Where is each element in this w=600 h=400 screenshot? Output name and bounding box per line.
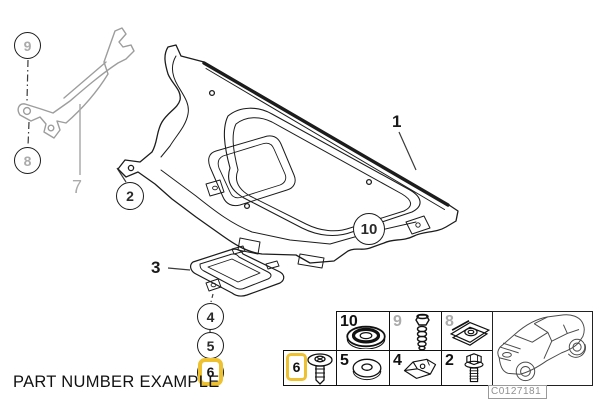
fastener-table-bottom-row: 6 5 4 — [283, 350, 493, 386]
hex-bolt-icon — [464, 353, 484, 383]
image-code-box: C0127181 — [488, 385, 547, 399]
fastener-num-10: 10 — [340, 313, 358, 330]
fastener-cell-10[interactable]: 10 — [336, 311, 390, 351]
fastener-num-8: 8 — [445, 313, 454, 330]
fastener-cell-2[interactable]: 2 — [441, 350, 493, 386]
callout-4[interactable]: 4 — [197, 303, 224, 330]
underbody-panel-drawing — [117, 44, 459, 269]
leader-lines — [26, 59, 417, 332]
car-thumbnail-box — [492, 311, 593, 386]
callout-9[interactable]: 9 — [14, 32, 41, 59]
callout-6-highlight[interactable]: 6 — [198, 358, 223, 386]
washer-head-screw-icon — [307, 353, 333, 385]
fastener-cell-6[interactable]: 6 — [283, 350, 337, 386]
fastener-cell-8[interactable]: 8 — [441, 311, 493, 351]
fastener-cell-5[interactable]: 5 — [336, 350, 390, 386]
fastener-num-9: 9 — [393, 313, 402, 330]
part-number-example-label: PART NUMBER EXAMPLE — [13, 373, 220, 391]
fastener-cell-4[interactable]: 4 — [389, 350, 442, 386]
clip-nut-icon — [449, 319, 491, 346]
fastener-table-top-row: 10 9 8 — [336, 311, 493, 351]
callout-5[interactable]: 5 — [197, 332, 224, 359]
service-hatch-drawing — [190, 245, 285, 297]
callout-10[interactable]: 10 — [353, 213, 385, 245]
callout-2[interactable]: 2 — [116, 182, 144, 210]
side-bracket-drawing — [17, 27, 135, 139]
callout-8[interactable]: 8 — [14, 147, 41, 174]
fastener-num-5: 5 — [340, 352, 349, 369]
callout-7[interactable]: 7 — [72, 177, 83, 197]
flat-washer-icon — [352, 358, 382, 381]
fastener-num-2: 2 — [445, 352, 454, 369]
callout-1[interactable]: 1 — [392, 112, 402, 131]
callout-3[interactable]: 3 — [151, 258, 161, 277]
spring-clip-icon — [403, 358, 437, 379]
grommet-icon — [346, 325, 386, 349]
fastener-cell-9[interactable]: 9 — [389, 311, 442, 351]
car-coupe-thumbnail-icon — [497, 314, 586, 382]
self-tapping-screw-icon — [415, 313, 430, 351]
fastener-num-4: 4 — [393, 352, 402, 369]
fastener-num-6-highlight: 6 — [286, 353, 307, 381]
